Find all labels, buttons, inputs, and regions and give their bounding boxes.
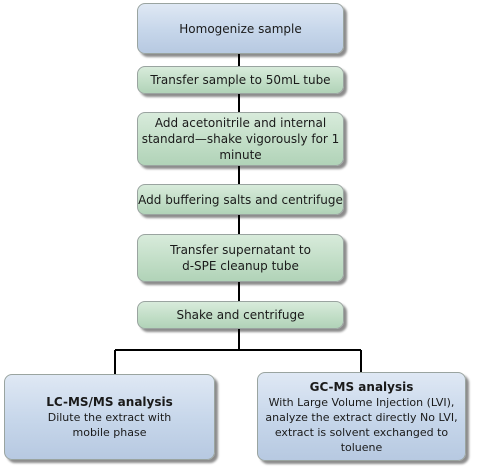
step-supernatant: Transfer supernatant to d-SPE cleanup tu… xyxy=(137,234,344,282)
step-supernatant-line2: d-SPE cleanup tube xyxy=(182,259,299,273)
outcome-gcms-line3: extract is solvent exchanged to toluene xyxy=(274,425,449,454)
outcome-lcms: LC-MS/MS analysis Dilute the extract wit… xyxy=(4,374,215,460)
step-homogenize: Homogenize sample xyxy=(137,3,344,54)
outcome-gcms-line2: analyze the extract directly No LVI, xyxy=(265,410,458,424)
step-shake: Shake and centrifuge xyxy=(137,301,344,329)
step-supernatant-line1: Transfer supernatant to xyxy=(170,243,311,257)
step-buffering: Add buffering salts and centrifuge xyxy=(137,184,344,215)
outcome-lcms-line2: mobile phase xyxy=(72,426,147,439)
step-transfer-label: Transfer sample to 50mL tube xyxy=(150,73,331,87)
step-shake-label: Shake and centrifuge xyxy=(176,308,305,322)
step-buffering-label: Add buffering salts and centrifuge xyxy=(138,192,343,207)
step-add-acetonitrile-line2: standard—shake vigorously for 1 minute xyxy=(141,132,340,162)
outcome-lcms-line1: Dilute the extract with xyxy=(47,411,172,424)
step-add-acetonitrile-line1: Add acetonitrile and internal xyxy=(154,116,327,130)
step-add-acetonitrile: Add acetonitrile and internal standard—s… xyxy=(137,112,344,166)
outcome-gcms: GC-MS analysis With Large Volume Injecti… xyxy=(257,372,466,461)
step-homogenize-label: Homogenize sample xyxy=(179,21,302,36)
outcome-gcms-line1: With Large Volume Injection (LVI), xyxy=(268,395,455,409)
step-transfer: Transfer sample to 50mL tube xyxy=(137,66,344,94)
outcome-lcms-title: LC-MS/MS analysis xyxy=(46,395,173,409)
outcome-gcms-title: GC-MS analysis xyxy=(309,379,414,394)
